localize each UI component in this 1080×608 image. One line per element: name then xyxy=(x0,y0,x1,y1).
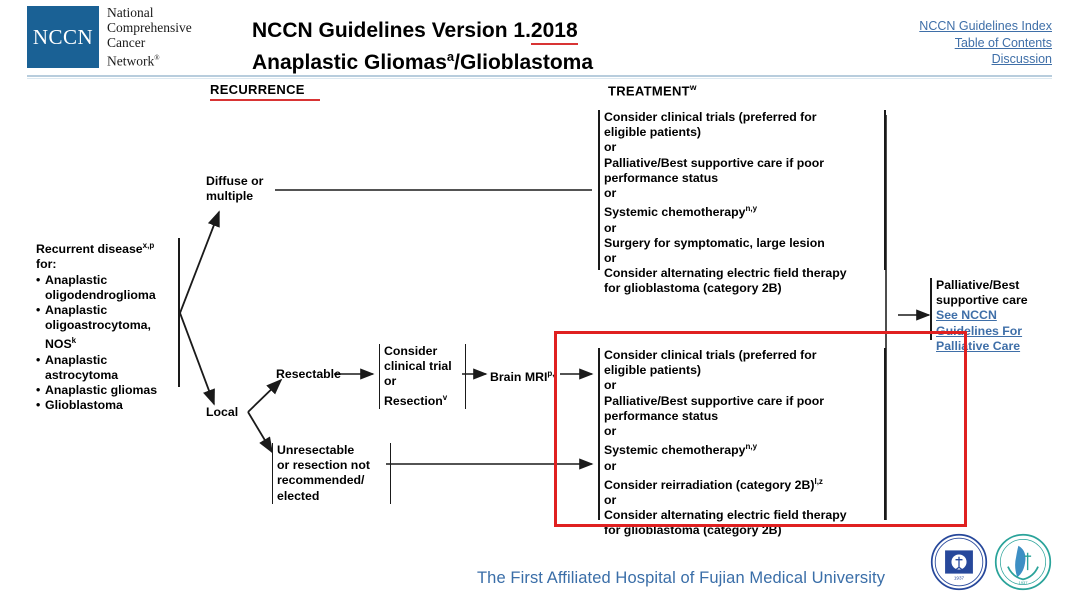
svg-text:1937: 1937 xyxy=(1018,580,1028,585)
node-brain-mri: Brain MRIp,i xyxy=(490,369,557,385)
node-diffuse-or-multiple: Diffuse or multiple xyxy=(206,174,264,204)
tx-top-line-7: Systemic chemotherapyn,y xyxy=(604,204,758,220)
tx-bot-line-3: or xyxy=(604,378,617,393)
registered-mark: ® xyxy=(154,53,160,62)
tx-top-line-8: or xyxy=(604,220,617,235)
recurrence-underline xyxy=(210,99,320,102)
tx-bot-line-6: or xyxy=(604,424,617,439)
header-divider xyxy=(27,75,1052,77)
footnote-ref-ny: n,y xyxy=(745,442,758,452)
footnote-ref-w: w xyxy=(689,82,697,92)
node-resectable: Resectable xyxy=(276,367,341,381)
org-line-4: Network® xyxy=(107,53,160,69)
tx-top-line-10: or xyxy=(604,250,617,265)
palliative-line-2: supportive care xyxy=(936,293,1028,308)
nccn-logo: NCCN xyxy=(27,6,99,68)
header-divider-secondary xyxy=(27,78,1052,79)
org-line-1: National xyxy=(107,5,154,20)
node-palliative-care: Palliative/Best supportive care See NCCN… xyxy=(936,278,1056,354)
treatment-top-bracket-right xyxy=(884,110,886,270)
treatment-bottom-box: Consider clinical trials (preferred for … xyxy=(604,348,882,539)
node-local: Local xyxy=(206,405,239,419)
tx-bot-line-7: Systemic chemotherapyn,y xyxy=(604,442,758,458)
recurrent-disease-title: Recurrent diseasex,p for: xyxy=(36,241,155,272)
link-see-nccn-guidelines-palliative-1[interactable]: See NCCN xyxy=(936,308,997,323)
tx-bot-line-10: or xyxy=(604,493,617,508)
unresectable-line-1: Unresectable xyxy=(277,443,355,457)
palliative-line-1: Palliative/Best xyxy=(936,278,1020,292)
tx-bot-line-4: Palliative/Best supportive care if poor xyxy=(604,393,825,408)
recurrent-disease-list: Anaplastic oligodendroglioma Anaplastic … xyxy=(36,273,176,414)
svg-text:1937: 1937 xyxy=(954,575,965,580)
recurrent-disease-box: Recurrent diseasex,p for: Anaplastic oli… xyxy=(36,238,176,414)
tx-bot-line-11: Consider alternating electric field ther… xyxy=(604,508,847,523)
link-table-of-contents[interactable]: Table of Contents xyxy=(954,35,1052,50)
treatment-top-bracket-left xyxy=(598,110,600,270)
footnote-ref-lz: l,z xyxy=(814,476,823,486)
link-see-nccn-guidelines-palliative-2[interactable]: Guidelines For xyxy=(936,323,1023,338)
tx-bot-line-9: Consider reirradiation (category 2B)l,z xyxy=(604,476,823,492)
title-line-1: NCCN Guidelines Version 1.2018 xyxy=(252,18,672,45)
link-nccn-guidelines-index[interactable]: NCCN Guidelines Index xyxy=(919,19,1052,33)
tx-top-line-4: Palliative/Best supportive care if poor xyxy=(604,155,825,170)
title-line-2: Anaplastic Gliomasa/Glioblastoma xyxy=(252,49,593,74)
list-item: Anaplastic astrocytoma xyxy=(36,353,176,383)
resection-line-3: or xyxy=(384,374,397,389)
resection-line-4: Resectionv xyxy=(384,392,448,408)
node-consider-resection: Consider clinical trial or Resectionv xyxy=(379,344,466,409)
nccn-org-name: National Comprehensive Cancer Network® xyxy=(107,5,237,68)
unresectable-line-4: elected xyxy=(277,488,320,503)
tx-top-line-1: Consider clinical trials (preferred for xyxy=(604,110,817,124)
tx-top-line-9: Surgery for symptomatic, large lesion xyxy=(604,235,825,250)
tx-bot-line-8: or xyxy=(604,458,617,473)
list-item: Anaplastic oligoastrocytoma, NOSk xyxy=(36,303,176,353)
column-header-recurrence: RECURRENCE xyxy=(210,82,320,102)
nccn-logo-text: NCCN xyxy=(32,24,94,49)
tx-top-line-5: performance status xyxy=(604,170,719,185)
footnote-ref-pi: p,i xyxy=(547,369,557,378)
tx-top-line-12: for glioblastoma (category 2B) xyxy=(604,281,782,296)
tx-top-line-6: or xyxy=(604,186,617,201)
fujian-medical-university-seal: 1937 xyxy=(930,533,988,591)
treatment-bottom-bracket-right xyxy=(884,348,886,520)
treatment-bottom-bracket-left xyxy=(598,348,600,520)
link-see-nccn-guidelines-palliative-3[interactable]: Palliative Care xyxy=(936,338,1021,353)
list-item: Anaplastic oligodendroglioma xyxy=(36,273,176,303)
tx-bot-line-12: for glioblastoma (category 2B) xyxy=(604,523,782,538)
org-line-2: Comprehensive xyxy=(107,20,192,36)
tx-bot-line-5: performance status xyxy=(604,408,719,423)
tx-bot-line-2: eligible patients) xyxy=(604,363,702,378)
column-header-treatment: TREATMENTw xyxy=(608,82,697,99)
tx-top-line-11: Consider alternating electric field ther… xyxy=(604,266,847,281)
tx-top-line-3: or xyxy=(604,140,617,155)
footnote-ref-v: v xyxy=(442,392,448,402)
footnote-ref-a: a xyxy=(446,49,455,64)
treatment-top-box: Consider clinical trials (preferred for … xyxy=(604,110,882,297)
list-item: Anaplastic gliomas xyxy=(36,383,176,398)
footnote-ref-ny: n,y xyxy=(745,204,758,214)
first-affiliated-hospital-seal: 1937 xyxy=(994,533,1052,591)
page-title: NCCN Guidelines Version 1.2018 Anaplasti… xyxy=(252,18,672,76)
list-item: Glioblastoma xyxy=(36,398,176,413)
palliative-bracket-left xyxy=(930,278,932,340)
node-unresectable: Unresectable or resection not recommende… xyxy=(272,443,391,504)
tx-bot-line-1: Consider clinical trials (preferred for xyxy=(604,348,817,362)
title-year: 2018 xyxy=(530,19,578,45)
tx-top-line-2: eligible patients) xyxy=(604,125,702,140)
link-discussion[interactable]: Discussion xyxy=(991,52,1052,66)
unresectable-line-3: recommended/ xyxy=(277,473,365,488)
org-line-3: Cancer xyxy=(107,35,146,51)
recurrent-group-bar xyxy=(178,238,180,387)
footnote-ref-xp: x,p xyxy=(142,241,155,250)
unresectable-line-2: or resection not xyxy=(277,458,370,473)
footnote-ref-k: k xyxy=(71,336,77,346)
resection-line-2: clinical trial xyxy=(384,359,452,374)
footer-hospital-name: The First Affiliated Hospital of Fujian … xyxy=(477,569,886,587)
resection-line-1: Consider xyxy=(384,344,438,358)
header-links: NCCN Guidelines Index Table of Contents … xyxy=(919,18,1052,68)
